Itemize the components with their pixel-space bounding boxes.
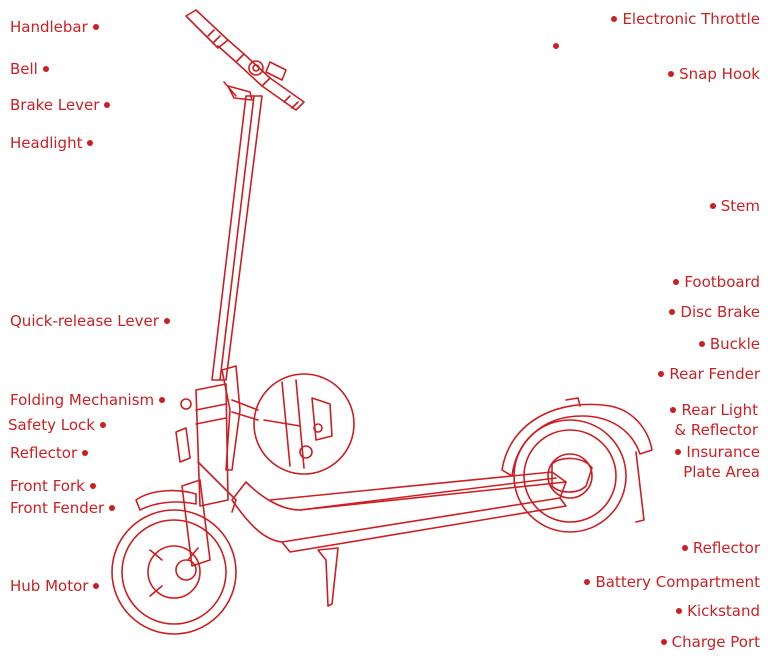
callout-dot [553,43,559,49]
label-handlebar: Handlebar [10,18,104,36]
callout-dot [698,340,705,347]
callout-dot [93,582,100,589]
callout-dot [109,504,116,511]
label-brake-lever: Brake Lever [10,96,115,114]
callout-dot [104,101,111,108]
kickstand-drawing [317,547,339,607]
callout-dot [660,638,667,645]
label-electronic-throttle: Electronic Throttle [606,10,760,28]
label-rear-fender: Rear Fender [653,365,760,383]
label-rear-light-reflector: Rear Light& Reflector [665,400,758,440]
label-stem: Stem [705,197,760,215]
label-reflector-rear: Reflector [677,539,760,557]
label-bell: Bell [10,60,54,78]
callout-dot [159,396,166,403]
rear-wheel-drawing [501,397,653,533]
callout-dot [675,448,682,455]
callout-dot [584,578,591,585]
callout-dot [681,544,688,551]
label-battery-compartment: Battery Compartment [579,573,760,591]
head-tube-drawing [175,383,229,507]
label-charge-port: Charge Port [656,633,760,651]
label-quick-release-lever: Quick-release Lever [10,312,175,330]
front-wheel-drawing [111,509,237,635]
callout-dot [99,421,106,428]
label-safety-lock: Safety Lock [8,416,111,434]
label-snap-hook: Snap Hook [663,65,760,83]
label-buckle: Buckle [694,335,760,353]
label-kickstand: Kickstand [671,602,760,620]
callout-dot [669,308,676,315]
callout-dot [42,65,49,72]
handlebar-drawing [185,9,305,111]
label-reflector-front: Reflector [10,444,93,462]
label-front-fork: Front Fork [10,477,101,495]
callout-dot [673,278,680,285]
label-headlight: Headlight [10,134,98,152]
label-hub-motor: Hub Motor [10,577,104,595]
footboard-drawing [231,471,567,553]
detail-zoom-drawing [231,373,355,475]
front-fork-drawing [135,461,237,567]
callout-dot [658,370,665,377]
callout-dot [670,406,677,413]
callout-dot [709,202,716,209]
callout-dot [611,15,618,22]
callout-dot [87,139,94,146]
stem-drawing [211,95,263,381]
callout-dot [89,482,96,489]
callout-dot [676,607,683,614]
label-disc-brake: Disc Brake [664,303,760,321]
callout-dot [668,70,675,77]
label-front-fender: Front Fender [10,499,120,517]
callout-dot [92,23,99,30]
label-folding-mechanism: Folding Mechanism [10,391,170,409]
callout-dot [163,317,170,324]
label-footboard: Footboard [668,273,760,291]
callout-dot [82,449,89,456]
quick-release-drawing [221,365,241,471]
